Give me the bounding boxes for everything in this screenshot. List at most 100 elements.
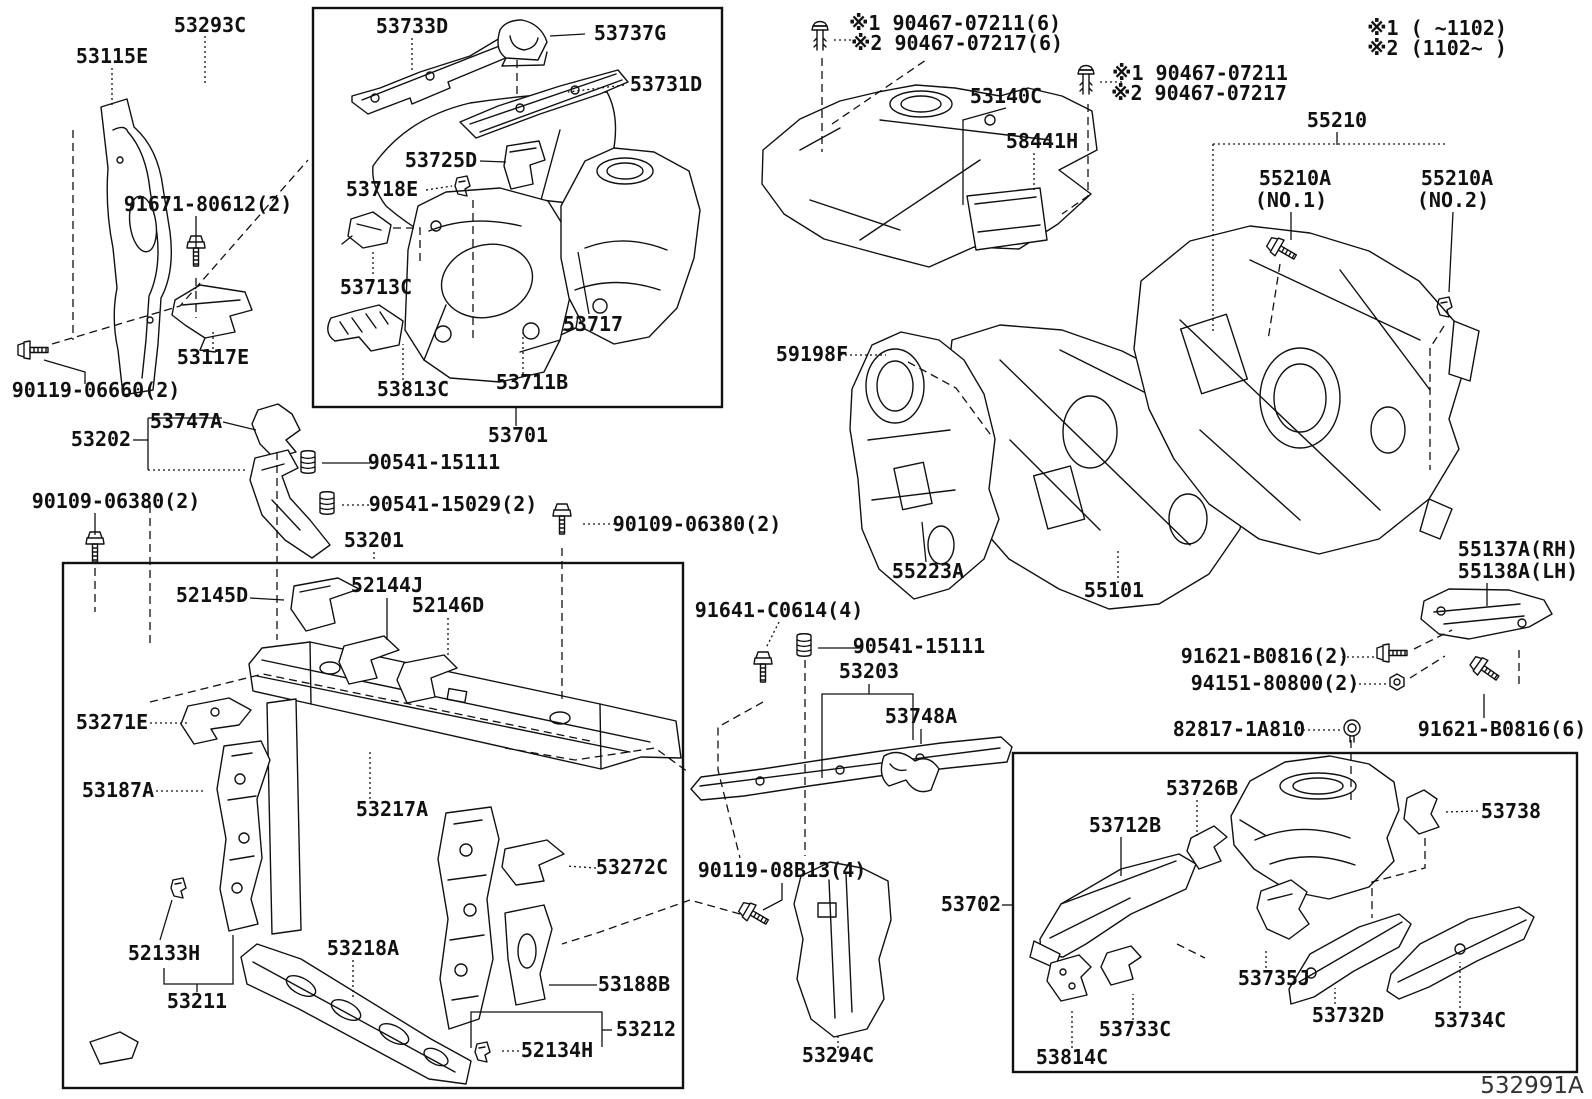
leader-line — [504, 747, 689, 773]
part-label-53293C: 53293C — [174, 13, 246, 37]
bolt-91641-icon — [753, 651, 773, 683]
part-label-55137A-RH-: 55137A(RH) — [1458, 537, 1578, 561]
part-label-90541-15029-2-: 90541-15029(2) — [369, 492, 538, 516]
grommet-82817-icon — [1343, 719, 1361, 743]
part-53271e-drawing — [180, 697, 252, 745]
part-label--2-90467-07217: ※2 90467-07217 — [1111, 81, 1287, 105]
part-label--2-90467-07217-6-: ※2 90467-07217(6) — [851, 31, 1063, 55]
part-label-53712B: 53712B — [1089, 813, 1161, 837]
part-53713c-drawing — [341, 211, 392, 249]
leader-line — [549, 33, 586, 37]
assembly-box-3 — [1011, 751, 1579, 1074]
leader-line — [149, 673, 596, 743]
part-53734c-drawing — [1386, 906, 1535, 1000]
part-58441h-drawing — [966, 187, 1048, 251]
bolt-90109-mid-icon — [552, 503, 572, 535]
part-53294c-drawing — [793, 861, 892, 1038]
part-55223a-drawing — [849, 331, 1000, 600]
part-label-53737G: 53737G — [594, 21, 666, 45]
cushion-90541-15111b-icon — [796, 633, 812, 657]
leader-line — [762, 883, 783, 911]
leader-line — [479, 160, 507, 163]
part-label-90541-15111: 90541-15111 — [853, 634, 985, 658]
leader-line — [43, 359, 86, 384]
leader-line — [565, 865, 597, 869]
leader-line — [821, 693, 914, 778]
diagram-line-art — [17, 19, 1553, 1085]
part-label-90119-08B13-4-: 90119-08B13(4) — [698, 858, 867, 882]
leader-line — [159, 899, 173, 941]
cushion-90541-15029-icon — [319, 491, 335, 515]
assembly-box-1 — [311, 6, 724, 409]
leader-line — [717, 701, 764, 859]
pushpin-90467-left-icon — [811, 20, 829, 51]
bolt-91621-6-icon — [1467, 652, 1504, 687]
part-53272c-drawing — [501, 839, 565, 886]
part-label-53272C: 53272C — [596, 855, 668, 879]
leader-line — [831, 59, 927, 125]
part-label-52145D: 52145D — [176, 583, 248, 607]
leader-line — [222, 421, 257, 431]
part-53717-drawing — [560, 147, 701, 345]
part-label-55223A: 55223A — [892, 559, 964, 583]
part-53748a-drawing — [880, 751, 940, 793]
part-label--2-1102-: ※2 (1102~ ) — [1367, 36, 1507, 60]
part-label-53748A: 53748A — [885, 704, 957, 728]
labels-and-leaders: 53115E53293C91671-80612(2)90119-06660(2)… — [12, 6, 1587, 1099]
part-label--1-90467-07211: ※1 90467-07211 — [1112, 61, 1288, 85]
leader-line — [1413, 629, 1453, 650]
leader-line — [1371, 838, 1426, 918]
leader-line — [425, 185, 453, 191]
part-53733c-drawing — [1100, 945, 1142, 986]
leader-line — [1443, 810, 1479, 813]
leader-line — [577, 251, 590, 315]
part-52145d-drawing — [290, 577, 360, 632]
part-53747a-drawing — [251, 403, 301, 459]
part-label-58441H: 58441H — [1006, 129, 1078, 153]
part-label-53701: 53701 — [488, 423, 548, 447]
part-label-53202: 53202 — [71, 427, 131, 451]
part-label-59198F: 59198F — [776, 342, 848, 366]
part-label--1-90467-07211-6-: ※1 90467-07211(6) — [849, 11, 1061, 35]
leader-line — [393, 227, 421, 262]
part-53732d-drawing — [1288, 913, 1412, 1005]
leader-line — [907, 361, 994, 439]
part-label-55138A-LH-: 55138A(LH) — [1458, 559, 1578, 583]
part-label-53747A: 53747A — [150, 409, 222, 433]
part-label-90541-15111: 90541-15111 — [368, 450, 500, 474]
part-53726b-drawing — [1186, 825, 1228, 870]
part-55137a-drawing — [1420, 588, 1553, 640]
part-label-91621-B0816-6-: 91621-B0816(6) — [1418, 717, 1587, 741]
leader-line — [1061, 104, 1089, 215]
bolt-90119-08b13-icon — [735, 898, 773, 931]
part-label-53188B: 53188B — [598, 972, 670, 996]
part-label-91671-80612-2-: 91671-80612(2) — [124, 192, 293, 216]
part-label-52144J: 52144J — [351, 573, 423, 597]
part-label-91641-C0614-4-: 91641-C0614(4) — [695, 598, 864, 622]
part-label-55210: 55210 — [1307, 108, 1367, 132]
part-label-52146D: 52146D — [412, 593, 484, 617]
part-label-53814C: 53814C — [1036, 1045, 1108, 1069]
part-label-90119-06660-2-: 90119-06660(2) — [12, 378, 181, 402]
part-label-90109-06380-2-: 90109-06380(2) — [32, 489, 201, 513]
part-53813c-drawing — [327, 304, 404, 352]
part-label-94151-80800-2-: 94151-80800(2) — [1191, 671, 1360, 695]
part-label-53732D: 53732D — [1312, 1003, 1384, 1027]
part-label-53203: 53203 — [839, 659, 899, 683]
leader-line — [51, 159, 309, 345]
part-label--NO-1-: (NO.1) — [1255, 188, 1327, 212]
part-label-53294C: 53294C — [802, 1043, 874, 1067]
part-53814c-drawing — [1046, 954, 1092, 1002]
part-label-53813C: 53813C — [377, 377, 449, 401]
part-label-53726B: 53726B — [1166, 776, 1238, 800]
bolt-90119-06660-icon — [17, 340, 49, 360]
part-53188b-drawing — [437, 806, 553, 1030]
leader-line — [163, 935, 234, 985]
part-53117e-drawing — [171, 284, 253, 353]
part-label-53217A: 53217A — [356, 797, 428, 821]
part-53737g-drawing — [497, 19, 548, 67]
part-label-52133H: 52133H — [128, 941, 200, 965]
leader-line — [1448, 211, 1454, 293]
part-label--1-1102-: ※1 ( ~1102) — [1367, 16, 1507, 40]
